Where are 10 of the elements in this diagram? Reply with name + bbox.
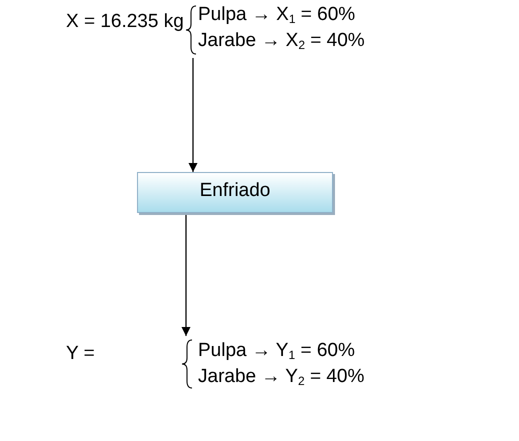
arrow <box>182 213 190 336</box>
variable-label: Y = <box>66 343 95 365</box>
variable-label: X = 16.235 kg <box>66 11 184 33</box>
composition-text: Pulpa → Y$_{1}$ = 60% <box>198 340 355 362</box>
process-label: Enfriado <box>198 180 272 202</box>
composition-text: Jarabe → X$_{2}$ = 40% <box>198 30 365 52</box>
arrow <box>188 58 198 172</box>
composition-text: Pulpa → X$_{1}$ = 60% <box>198 4 356 26</box>
composition-text: Jarabe → Y$_{2}$ = 40% <box>198 366 364 388</box>
process-box <box>137 172 333 213</box>
